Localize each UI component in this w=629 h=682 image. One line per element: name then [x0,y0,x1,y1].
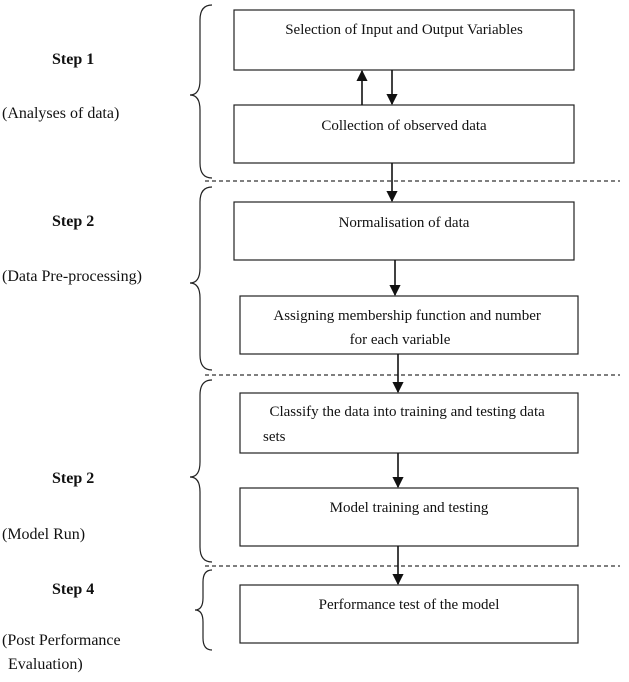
svg-text:Classify the data into trainin: Classify the data into training and test… [263,404,549,445]
svg-text:Assigning membership function: Assigning membership function and number… [273,308,544,348]
box-training-line-1: Model training and testing [330,500,489,516]
step-1-label: Step 1 (Analyses of data) [2,51,119,122]
box-classify: Classify the data into training and test… [239,392,579,454]
box-collection: Collection of observed data [233,104,575,164]
step-1-title: Step 1 [52,51,94,68]
box-collection-line-1: Collection of observed data [321,118,487,134]
step-2b-subtitle: (Model Run) [2,526,85,543]
step-2a-title: Step 2 [52,213,94,230]
box-normalisation: Normalisation of data [233,201,575,261]
box-performance: Performance test of the model [239,584,579,644]
box-selection-line-1: Selection of Input and Output Variables [285,22,523,38]
brace-step2a [189,186,213,371]
brace-step4 [194,569,213,651]
brace-step2b [189,379,213,563]
svg-text:Selection of Input and Output: Selection of Input and Output Variables [285,22,523,38]
box-selection: Selection of Input and Output Variables [233,9,575,71]
step-2a-label: Step 2 (Data Pre-processing) [2,213,142,285]
brace-step1 [189,4,213,179]
step-2b-title: Step 2 [52,470,94,487]
step-4-subtitle-line-2: Evaluation) [8,656,83,673]
box-classify-line-2: sets [263,429,286,445]
svg-text:Collection of observed data: Collection of observed data [321,118,487,134]
box-membership-line-1: Assigning membership function and number [273,308,540,324]
step-2a-subtitle: (Data Pre-processing) [2,268,142,285]
step-4-subtitle-line-1: (Post Performance [2,632,121,649]
box-classify-line-1: Classify the data into training and test… [269,404,545,420]
box-normalisation-line-1: Normalisation of data [339,215,470,231]
svg-text:Performance test of the model: Performance test of the model [319,597,500,613]
svg-text:Normalisation of data: Normalisation of data [339,215,470,231]
step-4-label: Step 4 (Post Performance Evaluation) [2,581,121,673]
step-1-subtitle: (Analyses of data) [2,105,119,122]
step-4-title: Step 4 [52,581,94,598]
box-training: Model training and testing [239,487,579,547]
box-membership-line-2: for each variable [350,332,451,348]
step-2b-label: Step 2 (Model Run) [2,470,94,543]
box-membership: Assigning membership function and number… [239,295,579,355]
box-performance-line-1: Performance test of the model [319,597,500,613]
svg-text:Model training and testing: Model training and testing [330,500,489,516]
